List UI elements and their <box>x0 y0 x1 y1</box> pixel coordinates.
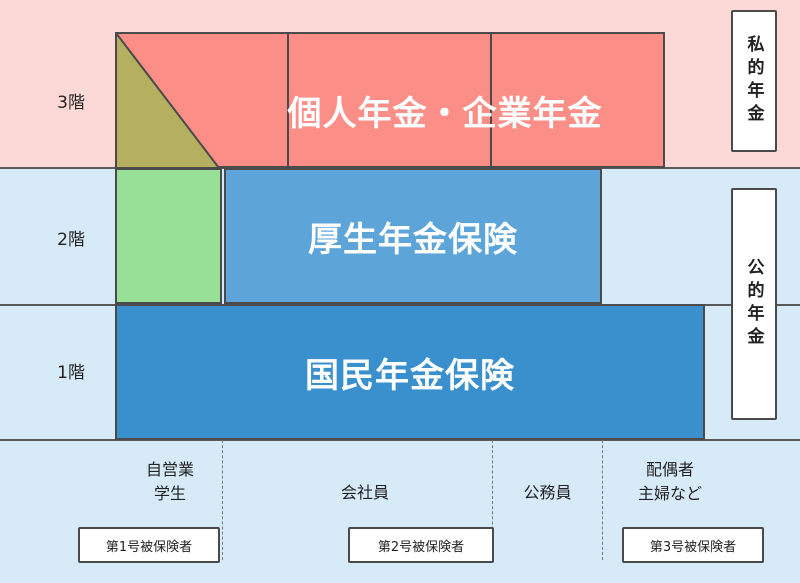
category-civil-servant: 公務員 <box>523 483 572 502</box>
category-self-employed: 自営業 学生 <box>145 460 194 503</box>
floor-label-1: 1階 <box>57 363 85 383</box>
column-divider-2 <box>492 440 493 560</box>
corporate-divider-b <box>490 32 492 168</box>
insured-type-1: 第1号被保険者 <box>78 527 220 563</box>
private-pension-side-label: 私的年金 <box>731 10 777 152</box>
floor-label-3: 3階 <box>57 93 85 113</box>
floor-divider-1 <box>0 439 800 441</box>
national-pension-block: 国民年金保険 <box>115 304 705 440</box>
national-pension-fund-block <box>115 168 222 304</box>
category-spouse: 配偶者 主婦など <box>637 460 702 503</box>
floor-label-2: 2階 <box>57 230 85 250</box>
column-divider-1 <box>222 440 223 560</box>
public-pension-side-label: 公的年金 <box>731 188 777 420</box>
column-divider-3 <box>602 440 603 560</box>
corporate-pension-label: 個人年金・企業年金 <box>287 93 603 134</box>
national-pension-fund-triangle <box>115 32 222 169</box>
employees-pension-label: 厚生年金保険 <box>308 219 518 260</box>
insured-type-2: 第2号被保険者 <box>348 527 494 563</box>
insured-type-3: 第3号被保険者 <box>622 527 764 563</box>
corporate-divider-a <box>287 32 289 168</box>
national-pension-label: 国民年金保険 <box>305 355 515 396</box>
employees-pension-block: 厚生年金保険 <box>224 168 602 304</box>
category-company-employee: 会社員 <box>340 483 389 502</box>
